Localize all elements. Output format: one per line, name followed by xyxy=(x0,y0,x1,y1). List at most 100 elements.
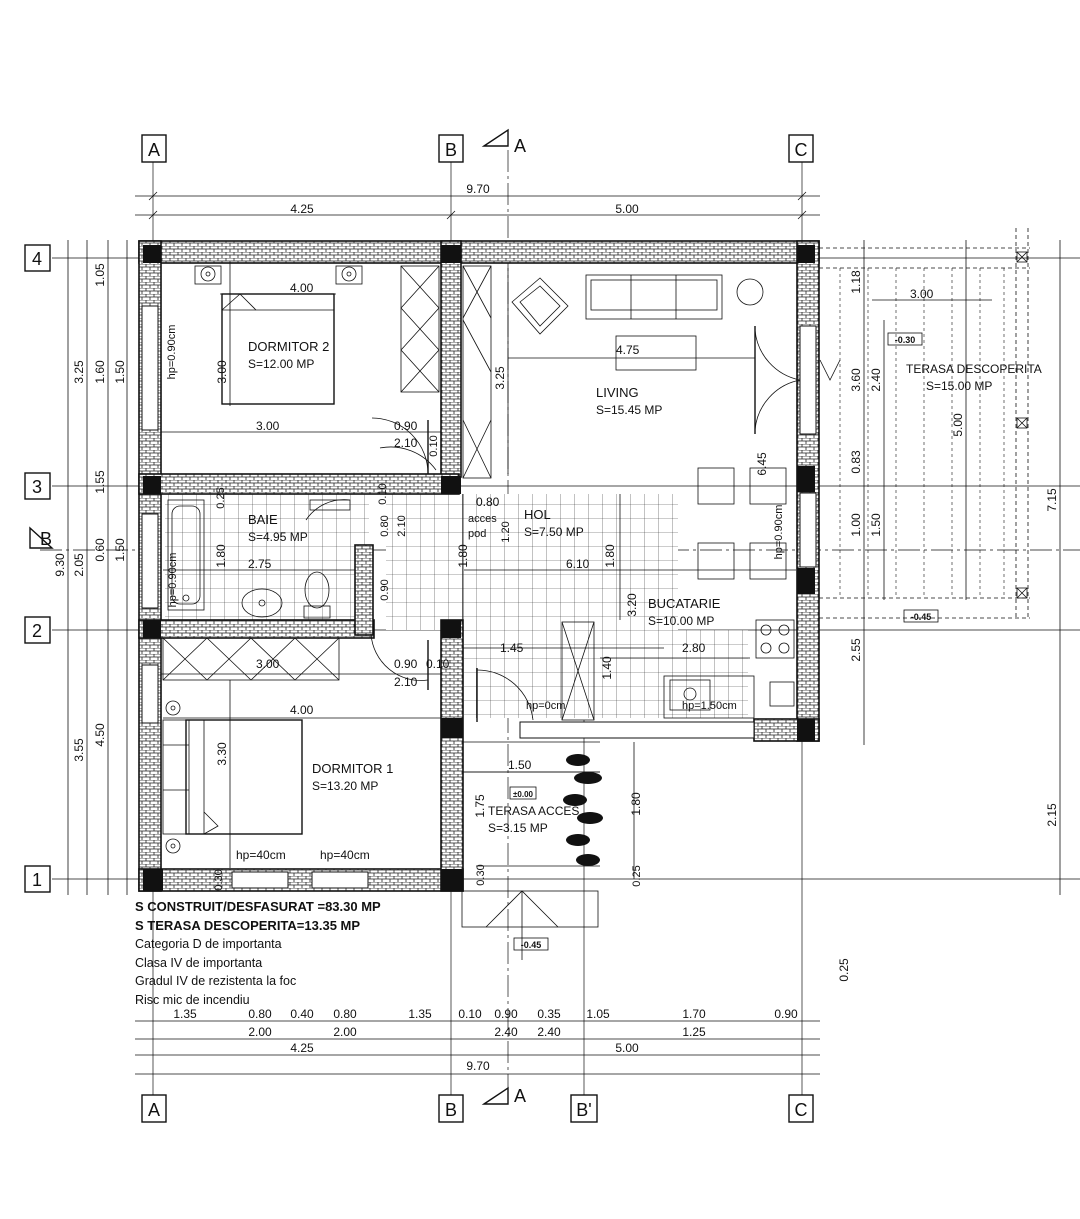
dim-label: 1.20 xyxy=(500,521,512,542)
dimensions-left: 9.30 3.25 2.05 3.55 1.05 1.60 1.55 0.60 … xyxy=(53,240,128,895)
dim-label: 1.50 xyxy=(113,360,127,384)
dim-label: 1.80 xyxy=(629,792,643,816)
level-label: -0.30 xyxy=(895,335,916,345)
room-name: BAIE xyxy=(248,512,278,527)
dim-label: 2.10 xyxy=(396,515,408,536)
room-name: TERASA DESCOPERITA xyxy=(906,362,1042,376)
doors xyxy=(305,326,801,722)
room-name: TERASA ACCES xyxy=(488,804,579,818)
dim-label: 2.10 xyxy=(394,436,418,450)
hp-label: hp=40cm xyxy=(236,848,286,862)
dim-label: 3.25 xyxy=(72,360,86,384)
dim-label: 5.00 xyxy=(615,1041,639,1055)
axis-label: 3 xyxy=(32,477,42,497)
dim-label: 0.40 xyxy=(290,1007,314,1021)
level-label: ±0.00 xyxy=(513,790,534,799)
dim-label: acces xyxy=(468,513,497,525)
axis-labels-left: 4 3 2 1 B xyxy=(24,244,54,893)
terasa-acces xyxy=(461,741,603,960)
dim-label: 1.25 xyxy=(682,1025,706,1039)
axis-label: C xyxy=(795,1100,808,1120)
tiled-floor xyxy=(165,494,748,718)
dimensions-bottom: 1.35 0.80 0.40 0.80 1.35 0.10 0.90 0.35 … xyxy=(135,1007,820,1075)
axis-label: B xyxy=(445,1100,457,1120)
note-line: Clasa IV de importanta xyxy=(135,955,263,970)
hp-label: hp=40cm xyxy=(320,848,370,862)
dim-label: 9.70 xyxy=(466,182,490,196)
dim-label: 0.35 xyxy=(537,1007,561,1021)
dim-label: 2.00 xyxy=(333,1025,357,1039)
dim-label: pod xyxy=(468,528,486,540)
note-line: Gradul IV de rezistenta la foc xyxy=(135,974,297,988)
dim-label: 3.60 xyxy=(849,368,863,392)
furniture xyxy=(162,265,795,854)
note-line: Risc mic de incendiu xyxy=(135,992,250,1007)
dim-label: 4.25 xyxy=(290,1041,314,1055)
dim-label: 7.15 xyxy=(1045,488,1059,512)
room-area: S=15.00 MP xyxy=(926,379,992,393)
dim-label: 4.25 xyxy=(290,202,314,216)
dim-label: 1.80 xyxy=(603,544,617,568)
dim-label: 2.80 xyxy=(682,641,706,655)
axis-labels-top: A B C A xyxy=(141,128,814,163)
dim-label: 3.00 xyxy=(215,360,229,384)
axis-label: 4 xyxy=(32,249,42,269)
room-area: S=3.15 MP xyxy=(488,821,548,835)
dim-label: 5.00 xyxy=(615,202,639,216)
dim-label: 1.18 xyxy=(849,270,863,294)
hp-label: hp=0.90cm xyxy=(166,325,178,380)
dim-label: 1.75 xyxy=(473,794,487,818)
dim-label: 9.70 xyxy=(466,1059,490,1073)
dim-label: 5.00 xyxy=(951,413,965,437)
dim-label: 0.25 xyxy=(837,958,851,982)
dim-label: 2.55 xyxy=(849,638,863,662)
dim-label: 1.60 xyxy=(93,360,107,384)
room-area: S=4.95 MP xyxy=(248,530,308,544)
axis-label: 1 xyxy=(32,870,42,890)
dim-label: 6.10 xyxy=(566,557,590,571)
hp-label: hp=0.90cm xyxy=(773,505,785,560)
hp-label: hp=1.50cm xyxy=(682,700,737,712)
note-built-area: S CONSTRUIT/DESFASURAT =83.30 MP xyxy=(135,899,381,914)
dim-label: 1.80 xyxy=(456,544,470,568)
room-area: S=7.50 MP xyxy=(524,525,584,539)
room-area: S=10.00 MP xyxy=(648,614,714,628)
hp-labels: hp=0.90cm hp=0.90cm hp=0.90cm hp=40cm hp… xyxy=(166,325,785,862)
dim-label: 2.40 xyxy=(537,1025,561,1039)
dim-label: 0.90 xyxy=(494,1007,518,1021)
dim-label: 1.50 xyxy=(113,538,127,562)
room-name: BUCATARIE xyxy=(648,596,721,611)
dim-label: 4.75 xyxy=(616,343,640,357)
dim-label: 0.90 xyxy=(394,657,418,671)
dim-label: 3.30 xyxy=(215,742,229,766)
dim-label: 0.90 xyxy=(394,419,418,433)
dim-label: 0.30 xyxy=(213,869,225,890)
hp-label: hp=0cm xyxy=(526,700,565,712)
room-name: HOL xyxy=(524,507,551,522)
dim-label: 3.25 xyxy=(493,366,507,390)
dim-label: 2.40 xyxy=(494,1025,518,1039)
level-label: -0.45 xyxy=(521,940,542,950)
room-name: DORMITOR 1 xyxy=(312,761,393,776)
note-line: Categoria D de importanta xyxy=(135,937,282,951)
axis-label: B xyxy=(445,140,457,160)
dim-label: 0.30 xyxy=(475,864,487,885)
dim-label: 4.00 xyxy=(290,281,314,295)
dimensions-top: 9.70 4.25 5.00 xyxy=(135,182,820,220)
dim-label: 0.10 xyxy=(377,483,389,504)
dim-label: 0.60 xyxy=(93,538,107,562)
dim-label: 2.00 xyxy=(248,1025,272,1039)
axis-label: A xyxy=(148,140,160,160)
dim-label: 1.45 xyxy=(500,641,524,655)
dim-label: 0.10 xyxy=(428,435,440,456)
dim-label: 3.20 xyxy=(625,593,639,617)
note-terrace-area: S TERASA DESCOPERITA=13.35 MP xyxy=(135,917,361,933)
dim-label: 0.83 xyxy=(849,450,863,474)
room-area: S=13.20 MP xyxy=(312,779,378,793)
axis-label: 2 xyxy=(32,621,42,641)
dim-label: 0.80 xyxy=(333,1007,357,1021)
dim-label: 9.30 xyxy=(53,553,67,577)
section-a-label: A xyxy=(514,1086,526,1106)
dim-label: 3.00 xyxy=(256,419,280,433)
dim-label: 1.35 xyxy=(408,1007,432,1021)
